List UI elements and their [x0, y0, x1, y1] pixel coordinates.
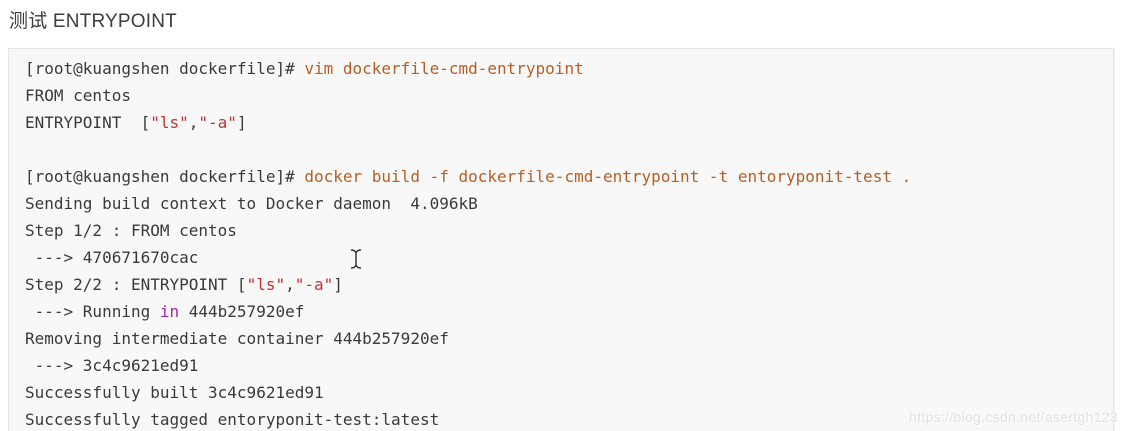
terminal-line: ---> 470671670cac: [25, 244, 1097, 271]
code-segment-default: ]: [333, 275, 343, 294]
code-segment-default: ,: [285, 275, 295, 294]
code-segment-keyword: in: [159, 302, 180, 321]
terminal-line: ---> Running in 444b257920ef: [25, 298, 1097, 325]
code-segment-default: [root@kuangshen dockerfile]#: [25, 59, 295, 78]
terminal-line: Successfully built 3c4c9621ed91: [25, 379, 1097, 406]
terminal-line: [root@kuangshen dockerfile]# docker buil…: [25, 163, 1097, 190]
terminal-line: [25, 136, 1097, 163]
terminal-line: Removing intermediate container 444b2579…: [25, 325, 1097, 352]
code-segment-string: "ls": [246, 275, 286, 294]
code-segment-default: ---> 470671670cac: [25, 248, 199, 267]
code-segment-default: ]: [236, 113, 247, 132]
code-segment-default: Removing intermediate container 444b2579…: [25, 329, 449, 348]
code-segment-command: vim dockerfile-cmd-entrypoint: [294, 59, 584, 78]
terminal-line: FROM centos: [25, 82, 1097, 109]
code-segment-default: Successfully tagged entoryponit-test:lat…: [25, 410, 440, 429]
watermark: https://blog.csdn.net/asertgh123: [909, 409, 1118, 425]
code-segment-default: Step 1/2 : FROM centos: [25, 221, 237, 240]
terminal-line: ENTRYPOINT ["ls","-a"]: [25, 109, 1097, 136]
code-segment-default: Sending build context to Docker daemon 4…: [25, 194, 478, 213]
code-segment-default: ENTRYPOINT [: [25, 113, 151, 132]
page-title: 测试 ENTRYPOINT: [9, 11, 177, 32]
terminal-line: Sending build context to Docker daemon 4…: [25, 190, 1097, 217]
code-segment-default: ---> Running: [25, 302, 160, 321]
terminal-line: ---> 3c4c9621ed91: [25, 352, 1097, 379]
code-segment-default: ---> 3c4c9621ed91: [25, 356, 199, 375]
code-segment-string: "-a": [294, 275, 334, 294]
terminal-code-block: [root@kuangshen dockerfile]# vim dockerf…: [8, 48, 1114, 431]
code-segment-default: ,: [188, 113, 199, 132]
terminal-line: Step 2/2 : ENTRYPOINT ["ls","-a"]: [25, 271, 1097, 298]
code-segment-default: FROM centos: [25, 86, 131, 105]
code-segment-string: "-a": [198, 113, 237, 132]
code-segment-string: "ls": [150, 113, 189, 132]
terminal-line: Step 1/2 : FROM centos: [25, 217, 1097, 244]
code-segment-default: [root@kuangshen dockerfile]#: [25, 167, 295, 186]
terminal-line: Successfully tagged entoryponit-test:lat…: [25, 406, 1097, 431]
code-segment-default: 444b257920ef: [179, 302, 305, 321]
code-segment-default: Successfully built 3c4c9621ed91: [25, 383, 324, 402]
terminal-line: [root@kuangshen dockerfile]# vim dockerf…: [25, 55, 1097, 82]
code-segment-command: docker build -f dockerfile-cmd-entrypoin…: [294, 167, 912, 186]
code-segment-default: Step 2/2 : ENTRYPOINT [: [25, 275, 247, 294]
